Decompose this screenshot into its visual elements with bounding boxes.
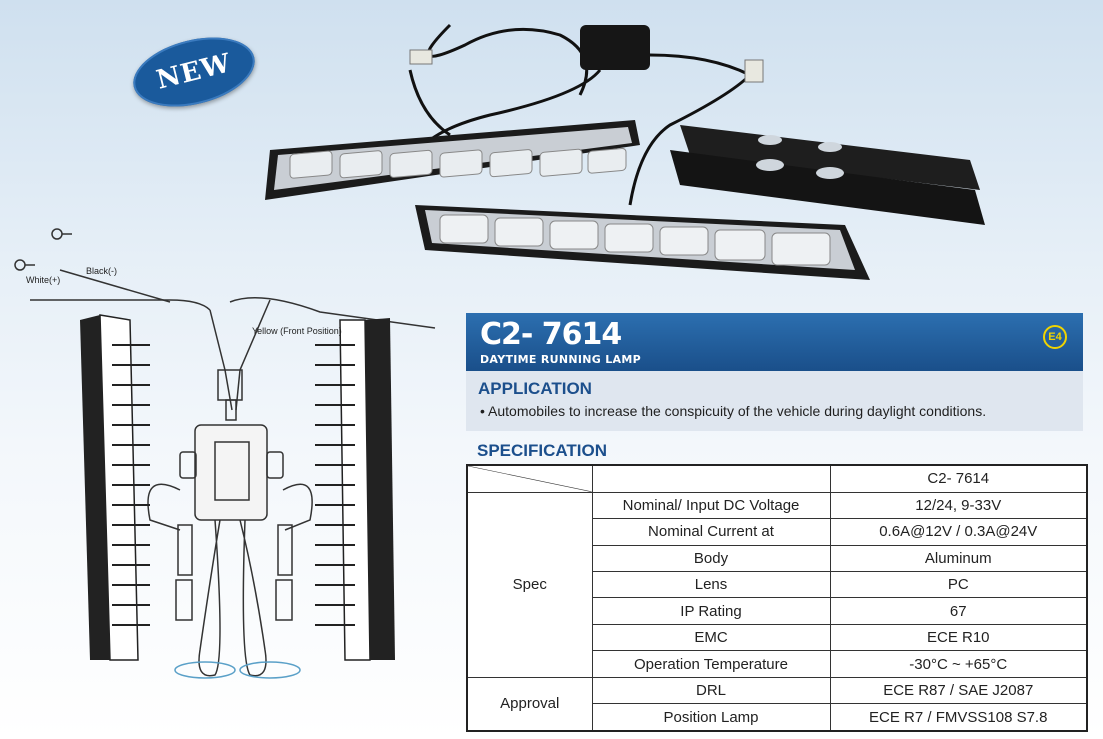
product-photo (265, 23, 985, 280)
table-corner-cell (466, 464, 593, 493)
wiring-drawing (14, 228, 436, 679)
row-label: Nominal Current at (591, 518, 831, 546)
table-row: Spec Nominal/ Input DC Voltage 12/24, 9-… (466, 491, 1088, 678)
row-label: Body (591, 544, 831, 573)
row-value: 67 (829, 597, 1088, 625)
lamp-upper (265, 120, 640, 200)
row-label: Lens (591, 570, 831, 599)
mounting-brackets (670, 125, 985, 225)
row-value: ECE R10 (829, 623, 1088, 652)
row-label: IP Rating (591, 597, 831, 625)
lamp-side-left (80, 314, 150, 661)
black-wire-label: Black(-) (86, 266, 117, 276)
specification-title: SPECIFICATION (477, 441, 608, 460)
row-value: -30°C ~ +65°C (829, 650, 1088, 678)
table-row: Body Aluminum (467, 544, 1088, 573)
application-title: APPLICATION (478, 379, 592, 398)
model-number: C2- 7614 (480, 317, 622, 352)
product-header: C2- 7614 DAYTIME RUNNING LAMP E4 (466, 313, 1083, 371)
product-subtitle: DAYTIME RUNNING LAMP (480, 353, 641, 366)
table-row: Position Lamp ECE R7 / FMVSS108 S7.8 (467, 703, 1088, 732)
white-wire-label: White(+) (26, 275, 61, 285)
row-value: ECE R7 / FMVSS108 S7.8 (829, 703, 1088, 732)
yellow-wire-label: Yellow (Front Position) (252, 326, 342, 336)
table-header-empty (591, 464, 831, 493)
table-model-header: C2- 7614 (829, 464, 1088, 493)
row-label: EMC (591, 623, 831, 652)
application-section: APPLICATION • Automobiles to increase th… (466, 371, 1083, 431)
row-label: DRL (591, 676, 831, 705)
table-header-row: C2- 7614 (466, 464, 1088, 493)
table-row: Approval DRL ECE R87 / SAE J2087 (466, 676, 1088, 732)
wiring-diagram: Black(-) White(+) Yellow (Front Position… (0, 220, 440, 690)
specification-table: C2- 7614 Spec Nominal/ Input DC Voltage … (466, 464, 1088, 732)
table-row: EMC ECE R10 (467, 623, 1088, 652)
new-badge-label: NEW (153, 48, 235, 96)
row-value: ECE R87 / SAE J2087 (829, 676, 1088, 705)
new-badge: NEW (126, 25, 262, 119)
lamp-lower (415, 205, 870, 280)
row-value: PC (829, 570, 1088, 599)
application-text: • Automobiles to increase the conspicuit… (480, 403, 986, 419)
row-value: Aluminum (829, 544, 1088, 573)
lamp-side-right (315, 318, 395, 661)
e-mark-icon: E4 (1043, 325, 1067, 349)
row-value: 12/24, 9-33V (829, 491, 1088, 520)
control-box (580, 25, 650, 70)
group-spec: Spec (466, 491, 593, 678)
row-label: Operation Temperature (591, 650, 831, 678)
application-text-content: Automobiles to increase the conspicuity … (488, 403, 987, 419)
table-row: Nominal Current at 0.6A@12V / 0.3A@24V (467, 518, 1088, 546)
bullet-icon: • (480, 403, 485, 419)
row-label: Nominal/ Input DC Voltage (591, 491, 831, 520)
row-label: Position Lamp (591, 703, 831, 732)
row-value: 0.6A@12V / 0.3A@24V (829, 518, 1088, 546)
group-approval: Approval (466, 676, 593, 732)
